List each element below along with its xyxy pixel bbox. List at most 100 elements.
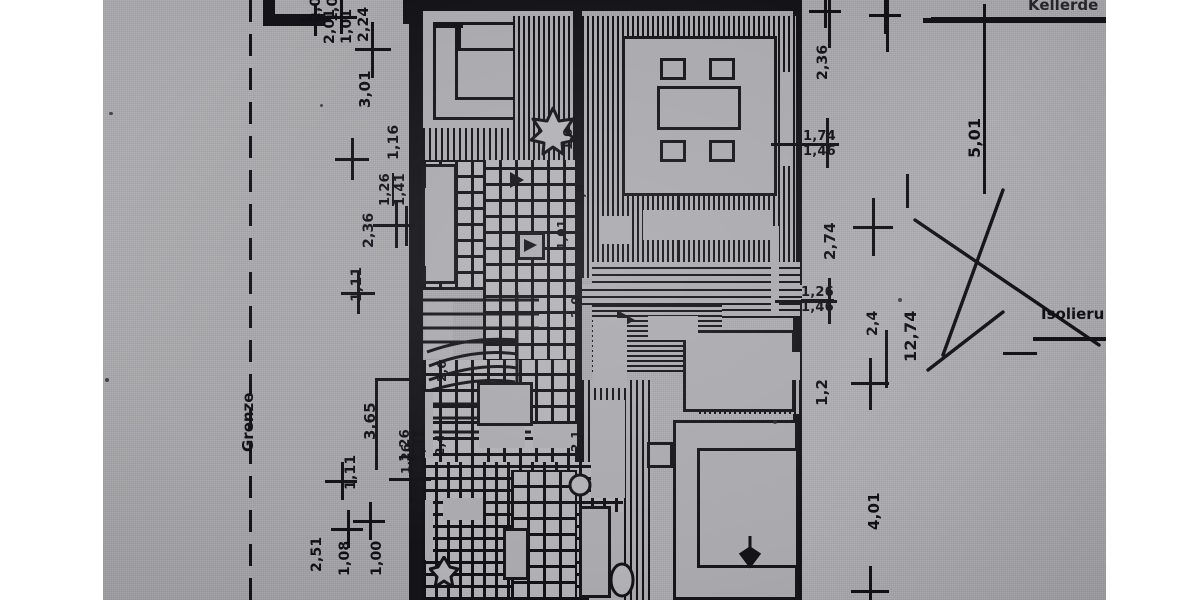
top-edge-band-2	[403, 0, 409, 24]
dim-leader-right-3	[828, 0, 831, 48]
dining-chair-bl	[660, 140, 686, 162]
window-strip-right-2	[771, 226, 779, 312]
tick-left-2v	[340, 0, 343, 34]
tick-left-4v	[351, 138, 354, 180]
room-right-shelf-2	[648, 316, 698, 340]
boundary-label: Grenze	[239, 392, 257, 452]
dim-interior-6: 1,26	[399, 443, 413, 474]
tick-left-5v2	[405, 206, 408, 246]
tick-left-10v	[369, 502, 372, 540]
bath-counter	[443, 498, 483, 520]
room-upper-left-step-2	[455, 22, 461, 50]
dining-table	[657, 86, 741, 130]
dim-12-74: 12,74	[901, 310, 920, 362]
tick-left-9v	[347, 510, 350, 548]
wall-outer-left	[409, 0, 423, 600]
dim-2-4mid: 2,4	[865, 310, 881, 336]
box-left-outline	[477, 382, 533, 426]
dim-1-11b: 1,11	[343, 454, 359, 490]
leader-lines-group	[913, 188, 1101, 372]
paper-sheet: Grenze	[103, 0, 1106, 600]
tick-right-3v	[826, 118, 829, 168]
shower-drain-icon	[429, 556, 459, 588]
hatch-wall-left-strip	[423, 128, 515, 164]
dim-2-24: 2,24	[356, 6, 372, 42]
top-right-rule	[931, 17, 1106, 21]
dim-5-01: 5,01	[965, 117, 984, 158]
wall-spine-center	[573, 0, 582, 600]
hall-fixture-arrow	[524, 239, 537, 252]
hatch-floor-bottom	[582, 285, 802, 305]
paper-speck-2	[105, 378, 109, 382]
room-right-shelf	[748, 352, 800, 380]
isolier-underline-2	[1003, 352, 1037, 355]
dim-leader-right-2	[886, 0, 889, 52]
dim-leader-left-long	[375, 378, 378, 470]
basin-icon	[568, 473, 592, 497]
dim-interior-9: 1,0	[561, 128, 575, 150]
tick-right-1v	[824, 0, 827, 28]
dim-1-26: 1,26	[378, 173, 394, 206]
bathtub	[579, 506, 611, 598]
dim-2-36: 2,36	[361, 212, 377, 248]
tick-left-6v	[357, 272, 360, 314]
room-right-shelf-4	[591, 400, 625, 498]
insulation-label: Isolieru	[1041, 305, 1105, 323]
window-left-3	[425, 500, 433, 560]
tick-right-5	[775, 300, 837, 303]
dim-interior-3: 2,0	[569, 296, 583, 318]
dining-chair-br	[709, 140, 735, 162]
dim-interior-5: 2,4	[433, 434, 447, 456]
tick-right-7v	[869, 566, 872, 600]
tick-right-6v	[869, 358, 872, 410]
tick-left-5	[373, 224, 415, 227]
dim-2-74: 2,74	[821, 222, 839, 260]
tick-left-5v	[395, 202, 398, 248]
dim-1-01b: 1,01	[339, 8, 355, 44]
dim-1-26-1-46r-stack: 1,26 1,46	[801, 286, 834, 314]
dim-1-08: 1,08	[337, 540, 353, 576]
dim-1-00: 1,00	[369, 540, 385, 576]
stair-direction-arrow-2	[510, 172, 524, 188]
hall-fixture-box	[517, 232, 545, 260]
band-top-left	[425, 13, 565, 19]
window-left-2	[425, 392, 433, 458]
dining-chair-tr	[709, 58, 735, 80]
room-upper-left-step	[433, 22, 463, 28]
dim-1-46: 1,46	[803, 144, 836, 159]
potted-plant-icon	[529, 106, 577, 156]
top-right-cut-label: Kellerde	[1028, 0, 1099, 14]
tick-left-8v	[341, 462, 344, 500]
room-right-shelf-3	[593, 318, 627, 388]
wall-cross-top	[409, 0, 802, 11]
tick-left-7v	[409, 456, 412, 502]
dim-1-41b: 1,41	[413, 429, 428, 462]
window-left-1	[425, 188, 433, 266]
dim-1-26-1-41-stack: 1,26 1,41	[378, 173, 408, 206]
dim-4-01: 4,01	[865, 492, 883, 530]
counter-below-dining-2	[599, 216, 629, 244]
sink-fixture-icon	[738, 536, 762, 569]
dim-2-01b: 2,01	[322, 8, 338, 44]
dim-interior-1: 1,01	[555, 219, 569, 250]
dim-interior-2: 2,0	[573, 184, 587, 206]
room-bottom-right-box	[647, 442, 673, 468]
tick-right-4v	[872, 198, 875, 256]
dim-interior-8: 2,6	[435, 360, 449, 382]
leader-vertical-tail	[906, 174, 909, 208]
isolier-underline	[1033, 337, 1106, 341]
dim-2-36r: 2,36	[815, 44, 831, 80]
leader-vertical-tail-2	[885, 330, 888, 388]
box-lower-left-b	[533, 424, 577, 448]
tick-left-1v	[314, 4, 317, 36]
counter-below-dining	[643, 210, 771, 240]
toilet-icon	[609, 562, 635, 598]
dim-2-51: 2,51	[309, 536, 325, 572]
paper-speck-3	[898, 298, 902, 302]
dim-1-16: 1,16	[386, 124, 402, 160]
dim-3-01: 3,01	[356, 70, 374, 108]
dim-1-2: 1,2	[813, 378, 831, 406]
tick-right-5v	[828, 278, 831, 324]
bath-cabinet	[503, 528, 529, 580]
